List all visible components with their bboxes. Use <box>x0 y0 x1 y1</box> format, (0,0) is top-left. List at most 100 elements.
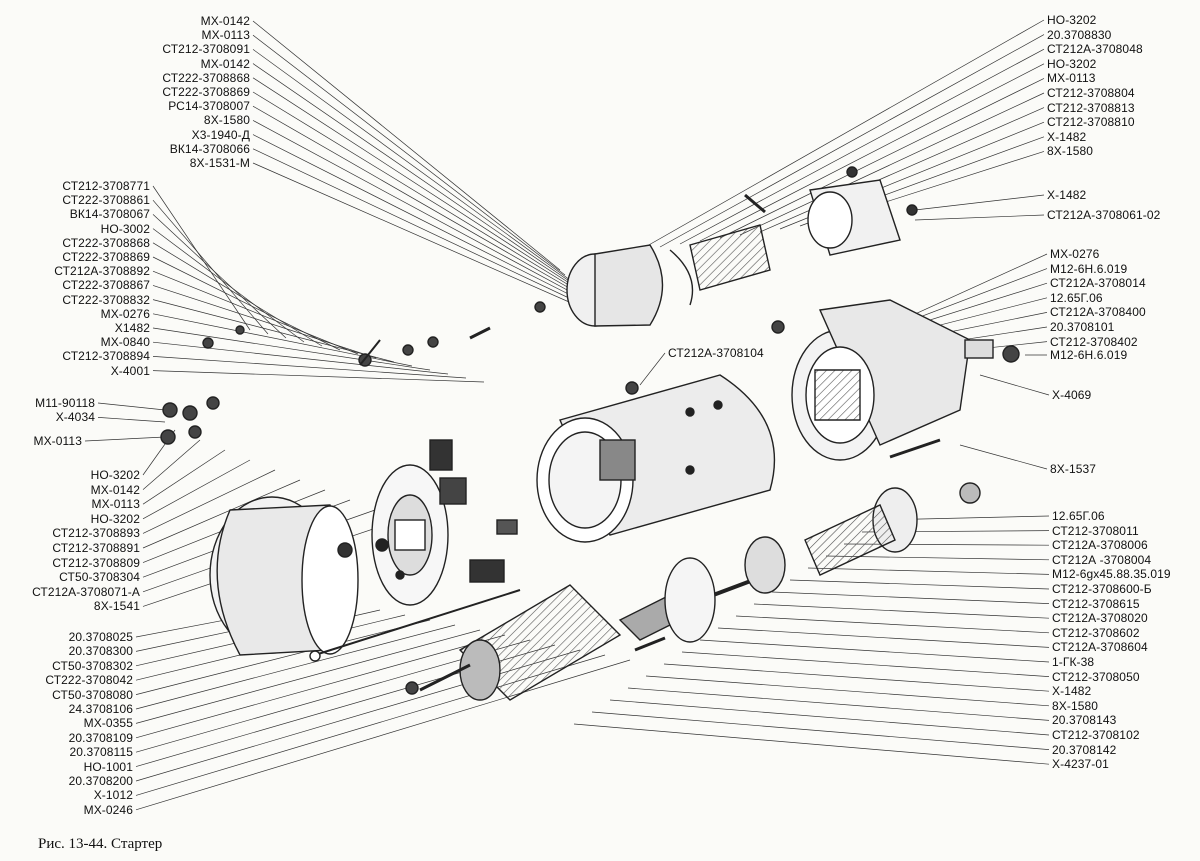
part-label: 8Х-1541 <box>93 599 140 614</box>
part-label: СТ212-3708891 <box>52 541 140 555</box>
leader-line <box>152 341 449 375</box>
leader-line <box>914 194 1045 211</box>
leader-line <box>591 711 1050 750</box>
part-label: СТ212А-3708892 <box>54 264 150 279</box>
part-label: 20.3708101 <box>1050 320 1115 334</box>
leader-line <box>152 299 395 363</box>
leader-line <box>142 459 251 520</box>
part-label: М12-6Н.6.019 <box>1050 348 1128 362</box>
leader-line <box>142 449 226 505</box>
leader-line <box>639 352 666 386</box>
part-label: 8Х-1580 <box>203 113 250 128</box>
part-label: МХ-0276 <box>1050 247 1100 261</box>
part-label: 8Х-1531-М <box>189 156 250 170</box>
leader-line <box>789 579 1050 590</box>
leader-line <box>152 242 323 347</box>
leader-line <box>152 327 431 371</box>
part-label: ВК14-3708067 <box>69 207 150 222</box>
leader-line <box>679 48 1045 245</box>
part-label: СТ212-3708771 <box>62 179 150 193</box>
leader-line <box>681 651 1050 677</box>
part-label: Х-4069 <box>1052 388 1092 402</box>
part-label: СТ212А-3708400 <box>1050 305 1146 320</box>
armature-part <box>419 568 781 701</box>
leader-line <box>807 567 1050 575</box>
leader-line <box>252 77 581 291</box>
part-label: СТ212-3708600-Б <box>1052 582 1152 596</box>
leader-line <box>759 107 1045 233</box>
leader-line <box>739 92 1045 236</box>
fasteners-part <box>160 301 1020 695</box>
part-label: СТ212А -3708004 <box>1052 552 1152 567</box>
part-label: СТ222-3708832 <box>62 292 150 307</box>
leader-line <box>152 199 269 335</box>
part-label: ВК14-3708066 <box>169 141 250 156</box>
part-label: СТ222-3708042 <box>45 673 133 688</box>
leader-line <box>142 469 276 534</box>
part-label: РС14-3708007 <box>168 99 250 114</box>
leader-line <box>135 619 431 695</box>
part-label: 1-ГК-38 <box>1052 655 1095 669</box>
part-label: СТ222-3708867 <box>62 278 150 293</box>
part-label: 20.3708300 <box>68 644 133 659</box>
part-label: НО-3202 <box>90 511 140 526</box>
part-label: МХ-0113 <box>91 497 140 512</box>
part-label: СТ212А-3708020 <box>1052 611 1148 626</box>
leader-line <box>663 663 1050 692</box>
leader-line <box>699 639 1050 663</box>
part-label: Х-1012 <box>93 788 133 803</box>
part-label: 8Х-1580 <box>1052 698 1099 713</box>
leader-line <box>252 162 611 321</box>
part-label: МХ-0840 <box>100 335 150 350</box>
leader-line <box>573 723 1050 765</box>
leader-line <box>97 402 166 411</box>
part-label: НО-3202 <box>1047 56 1097 71</box>
part-label: МХ-0113 <box>33 434 82 448</box>
leader-line <box>627 687 1050 721</box>
leader-line <box>152 228 305 343</box>
leader-line <box>252 20 561 271</box>
part-label: МХ-0142 <box>90 482 140 497</box>
part-label: НО-3202 <box>1047 13 1097 27</box>
part-label: МХ-0276 <box>100 306 150 321</box>
leader-line <box>135 629 481 724</box>
part-label: М12-6Н.6.019 <box>1050 261 1128 276</box>
part-label: МХ-0142 <box>200 14 250 28</box>
part-label: 20.3708115 <box>69 745 133 760</box>
part-label: 20.3708830 <box>1047 27 1112 42</box>
part-label: СТ222-3708868 <box>162 70 250 85</box>
leader-line <box>142 479 301 549</box>
leader-line <box>639 19 1045 251</box>
part-label: СТ212-3708050 <box>1052 669 1140 684</box>
part-label: МХ-0113 <box>201 28 250 43</box>
part-label: СТ50-3708304 <box>59 570 140 585</box>
part-label: СТ212-3708809 <box>52 555 140 570</box>
pinion-drive-part <box>664 482 981 643</box>
part-label: Х-1482 <box>1047 188 1087 202</box>
part-label: Х-4034 <box>55 410 95 425</box>
part-label: Х3-1940-Д <box>191 127 250 142</box>
part-label: 8Х-1580 <box>1047 144 1094 159</box>
brush-holder-plate-part <box>371 464 449 606</box>
solenoid-cover-part <box>807 166 918 256</box>
part-label: СТ212А-3708014 <box>1050 276 1146 291</box>
part-label: СТ212-3708813 <box>1047 100 1135 115</box>
brushes-part <box>429 439 518 583</box>
part-label: СТ212-3708804 <box>1047 86 1135 100</box>
part-label: СТ212-3708602 <box>1052 625 1140 640</box>
leader-line <box>609 699 1050 736</box>
part-label: 24.3708106 <box>68 702 133 716</box>
part-label: Х-4237-01 <box>1052 757 1109 772</box>
part-label: М11-90118 <box>35 396 95 410</box>
part-label: СТ222-3708869 <box>62 250 150 264</box>
leader-line <box>152 185 251 331</box>
leader-line <box>152 370 485 383</box>
leader-line <box>152 256 341 351</box>
part-label: СТ212-3708011 <box>1052 523 1139 538</box>
part-label: СТ212А-3708071-А <box>32 584 140 599</box>
part-label: МХ-0246 <box>83 802 133 817</box>
leader-line <box>699 63 1045 242</box>
part-label: СТ212-3708102 <box>1052 728 1140 742</box>
